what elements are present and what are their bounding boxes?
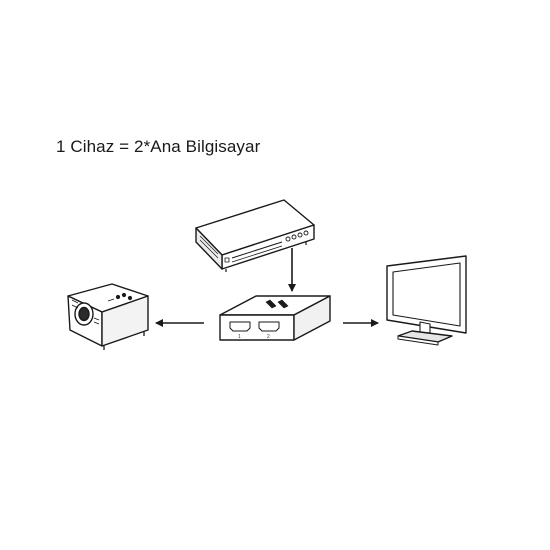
port-label-2: 2 [267, 334, 270, 340]
diagram-caption: 1 Cihaz = 2*Ana Bilgisayar [56, 137, 261, 156]
dvd-player-icon [195, 199, 315, 272]
projector-icon [67, 283, 149, 350]
tv-monitor-icon [386, 255, 467, 346]
port-label-1: 1 [238, 334, 241, 340]
hdmi-splitter-icon [219, 295, 331, 341]
